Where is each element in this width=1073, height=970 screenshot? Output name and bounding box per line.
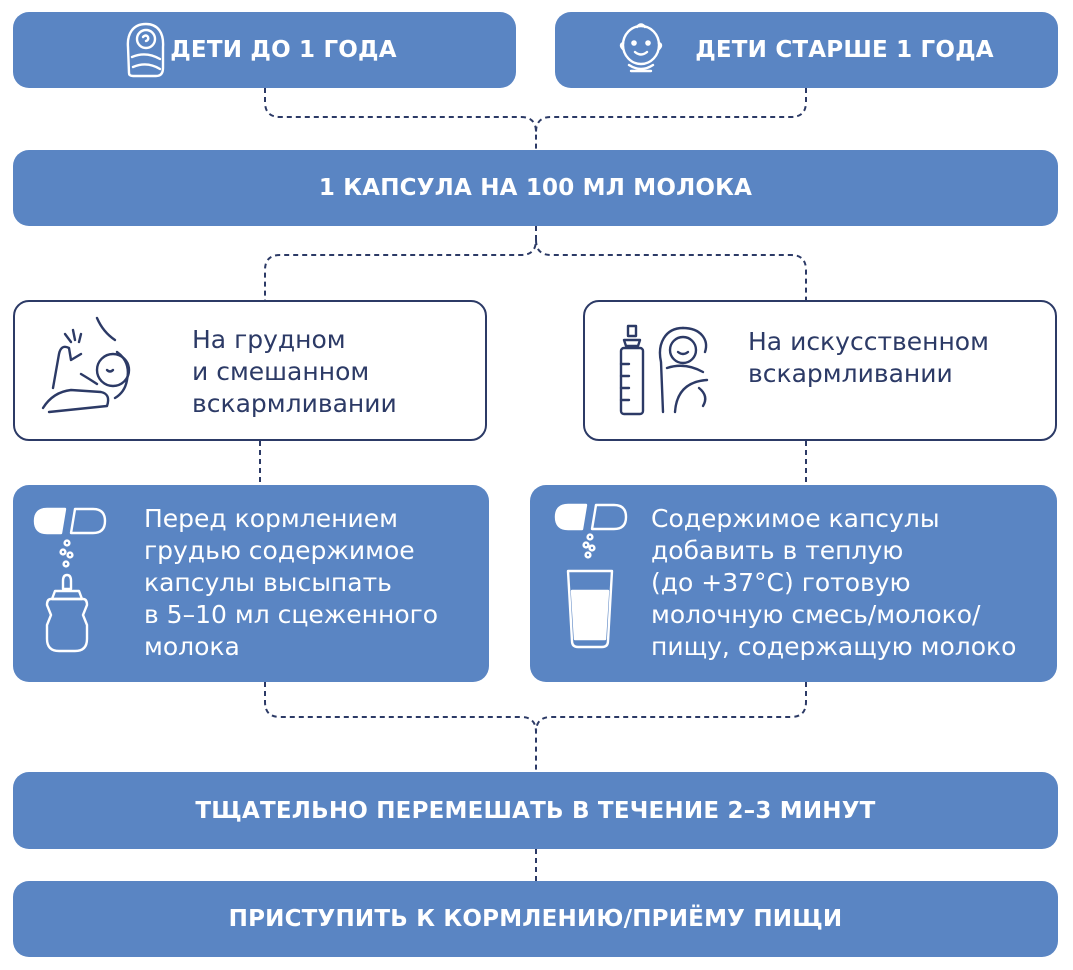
formula-step-box: Содержимое капсулы добавить в теплую (до…: [530, 485, 1057, 682]
mix-label: ТЩАТЕЛЬНО ПЕРЕМЕШАТЬ В ТЕЧЕНИЕ 2–3 МИНУТ: [195, 797, 876, 824]
children-over-1-box: ДЕТИ СТАРШЕ 1 ГОДА: [555, 12, 1058, 88]
breastfeeding-step-box: Перед кормлением грудью содержимое капсу…: [13, 485, 489, 682]
toddler-face-icon: [619, 23, 663, 73]
breastfeeding-mother-icon: [41, 316, 131, 414]
breastfeeding-box: На грудном и смешанном вскармливании: [13, 300, 487, 441]
formula-step-text: Содержимое капсулы добавить в теплую (до…: [651, 504, 1017, 661]
breastfeeding-label: На грудном и смешанном вскармливании: [192, 325, 397, 418]
formula-feeding-label: На искусственном вскармливании: [748, 327, 989, 388]
dose-label: 1 КАПСУЛА НА 100 МЛ МОЛОКА: [318, 175, 753, 201]
swaddled-baby-icon: [126, 22, 165, 78]
formula-feeding-box: На искусственном вскармливании: [583, 300, 1057, 441]
capsule-into-glass-icon: [554, 503, 628, 649]
capsule-into-bottle-icon: [33, 507, 107, 653]
bottle-and-baby-icon: [619, 324, 709, 416]
final-label: ПРИСТУПИТЬ К КОРМЛЕНИЮ/ПРИЁМУ ПИЩИ: [228, 906, 843, 932]
mix-box: ТЩАТЕЛЬНО ПЕРЕМЕШАТЬ В ТЕЧЕНИЕ 2–3 МИНУТ: [13, 772, 1058, 849]
infants-under-1-box: ДЕТИ ДО 1 ГОДА: [13, 12, 516, 88]
dose-box: 1 КАПСУЛА НА 100 МЛ МОЛОКА: [13, 150, 1058, 226]
breastfeeding-step-text: Перед кормлением грудью содержимое капсу…: [144, 504, 439, 661]
children-over-1-label: ДЕТИ СТАРШЕ 1 ГОДА: [695, 37, 994, 63]
final-box: ПРИСТУПИТЬ К КОРМЛЕНИЮ/ПРИЁМУ ПИЩИ: [13, 881, 1058, 957]
infants-under-1-label: ДЕТИ ДО 1 ГОДА: [170, 37, 397, 63]
